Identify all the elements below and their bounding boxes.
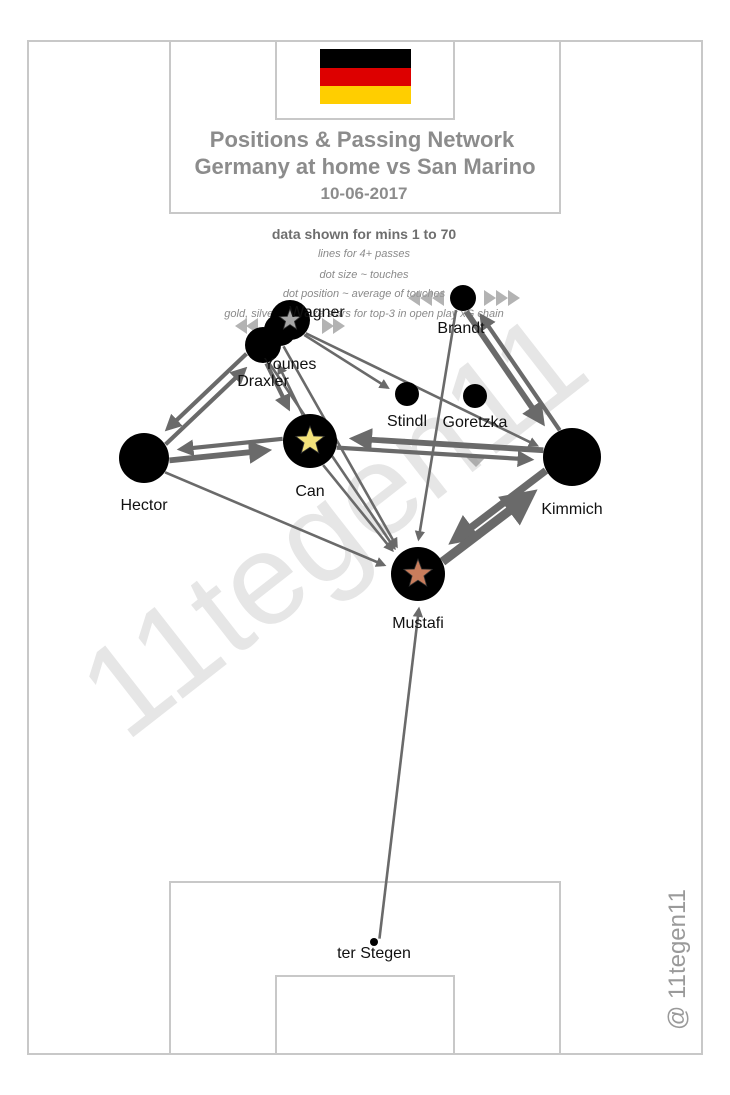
player-label: Goretzka <box>443 414 508 431</box>
player-label: Wagner <box>289 304 345 321</box>
player-label: Kimmich <box>541 501 602 518</box>
note-dot-size: dot size ~ touches <box>320 269 409 281</box>
chart-title: Positions & Passing Network <box>210 127 515 152</box>
pass-edge-kimmich-to-can <box>348 428 544 454</box>
pass-edge-brandt-to-kimmich <box>463 309 545 427</box>
pass-edge-kimmich-to-brandt <box>479 312 562 432</box>
player-label: Draxler <box>237 373 289 390</box>
note-minutes: data shown for mins 1 to 70 <box>272 226 457 242</box>
pass-edge-hector-to-draxler <box>164 366 248 446</box>
match-date: 10-06-2017 <box>321 184 408 203</box>
pitch-markings <box>27 40 703 1055</box>
player-label: Stindl <box>387 413 427 430</box>
player-dot <box>463 384 487 408</box>
player-node-brandt: Brandt <box>437 285 485 337</box>
note-dot-position: dot position ~ average of touches <box>283 288 446 300</box>
player-node-ter-stegen: ter Stegen <box>337 938 411 962</box>
player-node-stindl: Stindl <box>387 382 427 430</box>
credit-text: @ 11tegen11 <box>664 889 691 1030</box>
player-dot <box>119 433 169 483</box>
direction-chevrons <box>235 290 520 467</box>
bottom-penalty-box <box>169 881 561 1055</box>
player-label: Mustafi <box>392 615 444 632</box>
player-node-kimmich: Kimmich <box>541 428 603 518</box>
top-goal-area <box>275 40 455 120</box>
player-node-can: Can <box>283 414 337 500</box>
player-label: ter Stegen <box>337 945 411 962</box>
player-dot <box>543 428 601 486</box>
chart-subtitle: Germany at home vs San Marino <box>194 154 535 179</box>
bronze-star-icon <box>402 557 434 587</box>
gold-star-icon <box>294 424 326 454</box>
bottom-goal-area <box>275 975 455 1055</box>
player-node-goretzka: Goretzka <box>443 384 508 431</box>
germany-flag-icon <box>320 49 411 104</box>
pass-edge-wagner-to-kimmich <box>305 332 540 447</box>
watermark-text: 11tegen11 <box>53 284 612 766</box>
player-node-mustafi: Mustafi <box>391 547 445 632</box>
player-dot <box>395 382 419 406</box>
pass-edge-younes-to-mustafi <box>282 345 398 549</box>
player-node-hector: Hector <box>119 433 169 514</box>
player-dot <box>450 285 476 311</box>
pass-edge-mustafi-to-kimmich <box>439 489 538 566</box>
pass-edge-ter-stegen-to-mustafi <box>378 606 424 939</box>
pass-edge-hector-to-can <box>169 440 273 464</box>
pass-edge-can-to-mustafi <box>322 464 394 553</box>
player-label: Hector <box>120 497 168 514</box>
player-dot <box>370 938 378 946</box>
pass-edge-wagner-to-stindl <box>303 333 390 390</box>
pass-edge-hector-to-mustafi <box>164 471 387 567</box>
pass-edge-draxler-to-can <box>264 362 291 412</box>
player-node-wagner: Wagner <box>270 300 345 340</box>
pass-edges <box>164 309 562 939</box>
pass-edge-brandt-to-mustafi <box>414 309 458 542</box>
pass-edge-can-to-hector <box>176 436 283 457</box>
silver-star-icon <box>278 307 302 330</box>
player-label: Brandt <box>437 320 485 337</box>
player-label: Can <box>295 483 324 500</box>
player-label: Younes <box>264 356 317 373</box>
note-lines: lines for 4+ passes <box>318 248 411 260</box>
pass-edge-draxler-to-hector <box>164 352 248 432</box>
